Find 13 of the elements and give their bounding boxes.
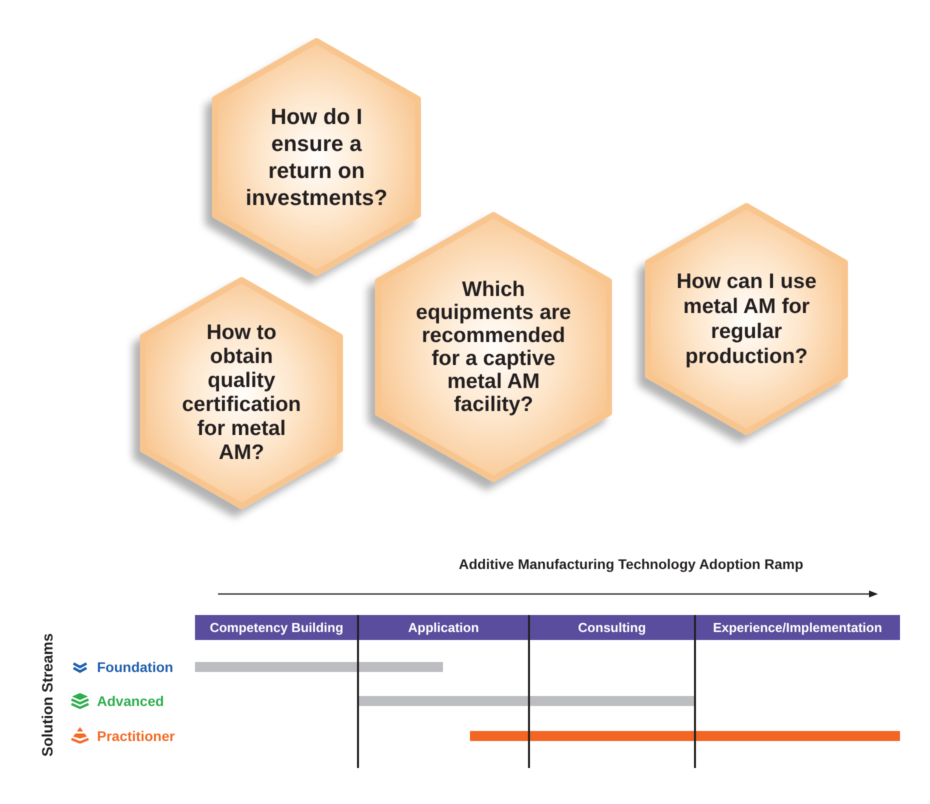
chart-heading: Additive Manufacturing Technology Adoption Ramp: [458, 556, 804, 573]
question-text: How can I use metal AM for regular production?: [675, 269, 818, 369]
stream-label: Advanced: [97, 692, 164, 710]
stream-label: Foundation: [97, 658, 174, 676]
stream-label: Practitioner: [97, 727, 175, 745]
phase-header: Competency Building: [195, 615, 358, 640]
phase-header: Experience/Implementation: [695, 615, 900, 640]
axis-title: Solution Streams: [40, 633, 56, 757]
phase-header: Consulting: [529, 615, 695, 640]
question-text: How to obtain quality certification for metal AM?: [180, 321, 302, 465]
phase-header: Application: [358, 615, 529, 640]
question-text: Which equipments are recommended for a captive metal AM facility?: [414, 278, 572, 416]
question-text: How do I ensure a return on investments?: [244, 103, 388, 211]
